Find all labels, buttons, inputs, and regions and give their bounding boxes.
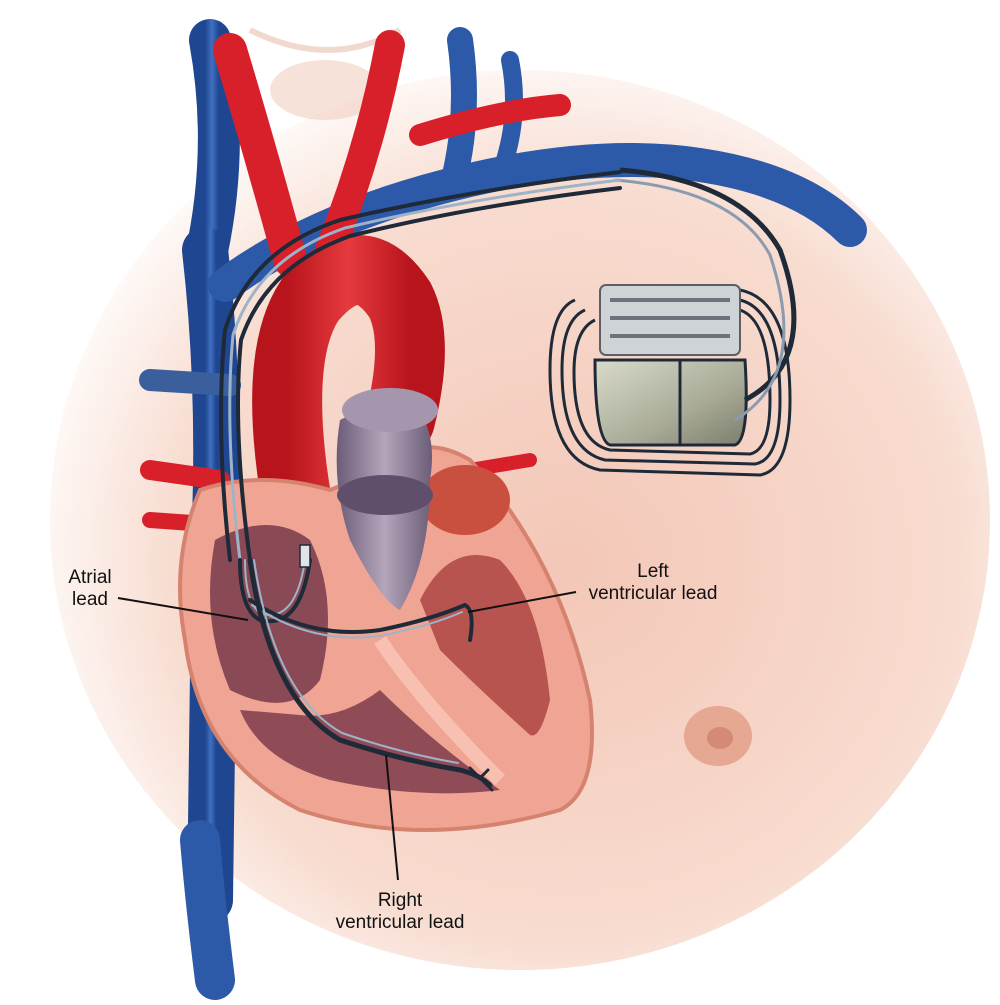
right-ventricular-lead-label: Right ventricular lead <box>300 890 500 934</box>
left-ventricular-lead-label-line1: Left <box>568 561 738 583</box>
atrial-lead-label-line1: Atrial <box>40 567 140 589</box>
atrial-lead-label: Atrial lead <box>40 567 140 611</box>
right-ventricular-lead-label-line2: ventricular lead <box>300 912 500 934</box>
atrial-lead-label-line2: lead <box>40 589 140 611</box>
left-ventricular-lead-label: Left ventricular lead <box>568 561 738 605</box>
left-ventricular-lead-label-line2: ventricular lead <box>568 583 738 605</box>
right-ventricular-lead-label-line1: Right <box>300 890 500 912</box>
nipple <box>684 706 752 766</box>
